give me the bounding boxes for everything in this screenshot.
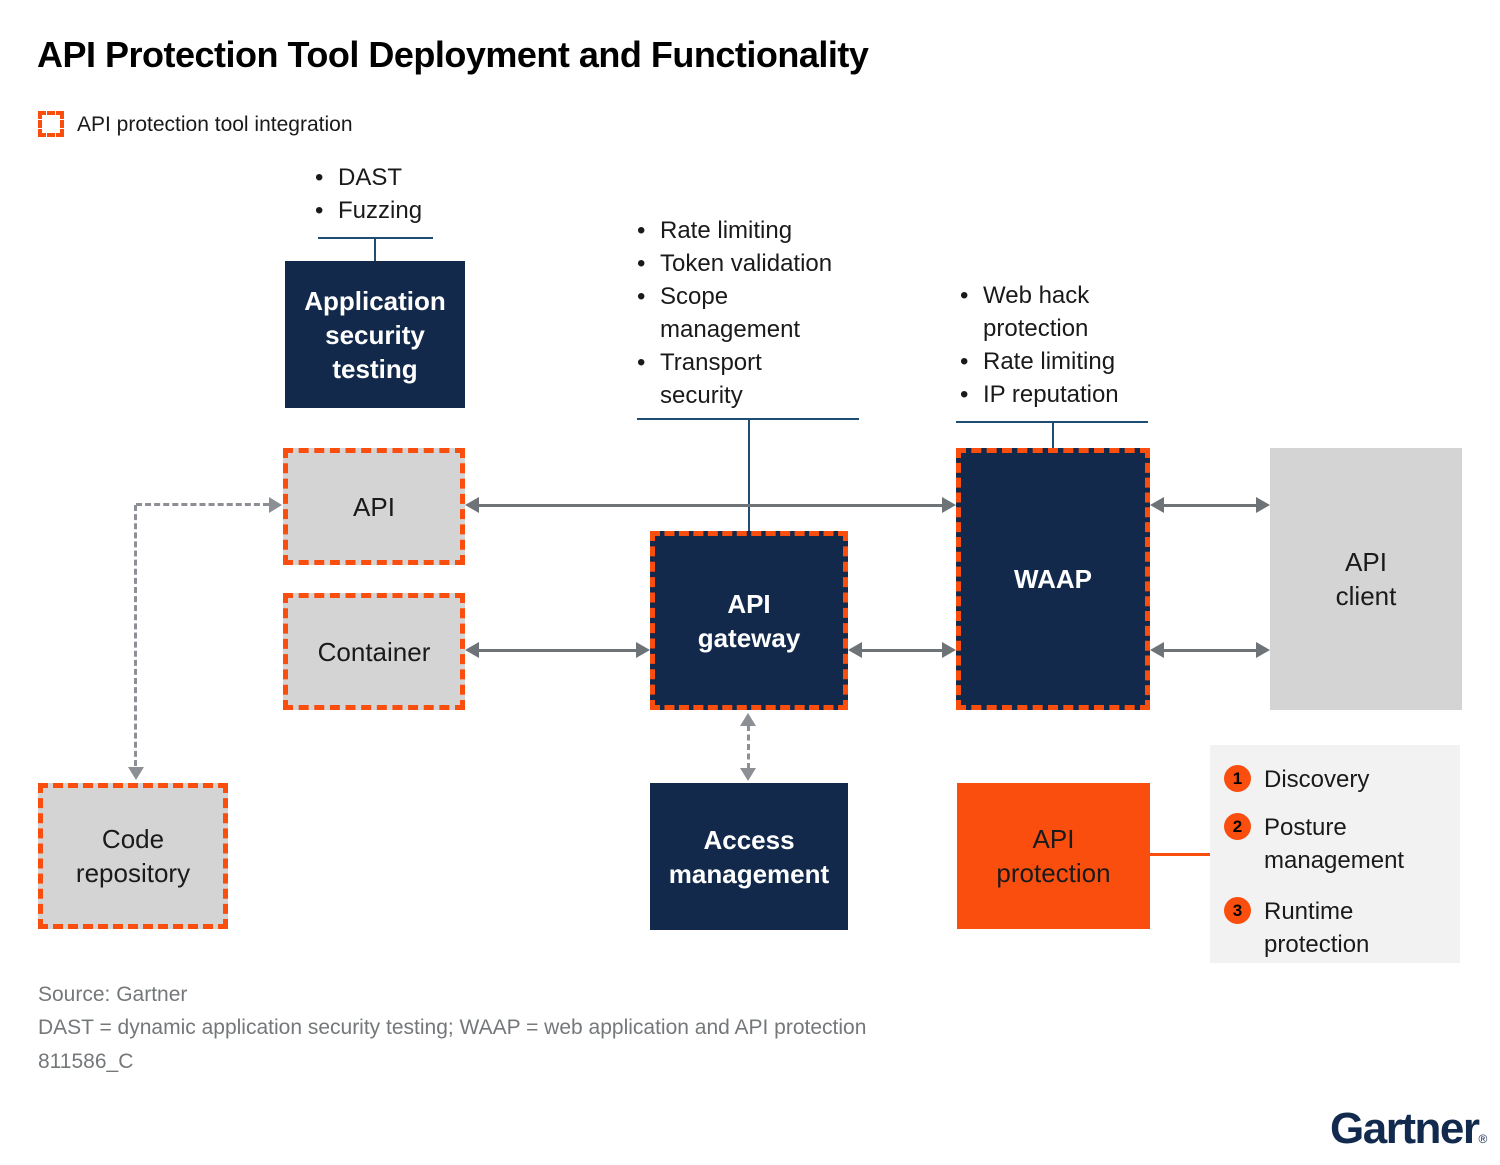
bullet-marker: • <box>315 164 324 191</box>
step-runtime-protection: 3 Runtime protection <box>1224 895 1369 961</box>
callout-line: • DAST <box>315 161 422 194</box>
container-label: Container <box>317 636 431 667</box>
arrow-api-waap <box>477 504 944 507</box>
legend-label: API protection tool integration <box>77 113 353 136</box>
bullet-marker <box>960 312 983 345</box>
step-number-badge: 2 <box>1224 813 1251 840</box>
access-management-label: Access management <box>668 824 830 889</box>
document-id: 811586_C <box>38 1050 134 1073</box>
bullet-marker: • <box>637 217 646 244</box>
callout-text: Fuzzing <box>338 197 423 224</box>
pointer-line <box>374 237 376 262</box>
callout-text: Web hack <box>983 282 1090 309</box>
step-label: Posture management <box>1264 814 1405 874</box>
callout-text: security <box>660 382 743 409</box>
page-title: API Protection Tool Deployment and Funct… <box>37 34 869 75</box>
registered-mark-icon: ® <box>1478 1132 1488 1146</box>
api-gateway-label: API gateway <box>697 588 801 653</box>
step-posture-management: 2 Posture management <box>1224 811 1404 877</box>
arrowhead-left-icon <box>465 642 479 658</box>
api-protection-label: API protection <box>996 824 1111 888</box>
arrowhead-left-icon <box>465 497 479 513</box>
arrowhead-right-icon <box>1256 642 1270 658</box>
callout-line: • Fuzzing <box>315 194 422 227</box>
arrow-container-gateway <box>477 649 638 652</box>
dashed-line-gateway-access <box>747 725 750 769</box>
step-discovery: 1 Discovery <box>1224 763 1369 796</box>
bullet-marker: • <box>960 381 969 408</box>
callout-text: protection <box>983 315 1089 342</box>
api-client-box: API client <box>1270 448 1462 710</box>
access-management-box: Access management <box>650 783 848 930</box>
api-gateway-box: API gateway <box>650 531 848 710</box>
api-label: API <box>353 491 395 522</box>
arrow-gateway-waap <box>860 649 944 652</box>
pointer-line <box>748 418 750 531</box>
container-box: Container <box>283 593 465 710</box>
arrowhead-left-icon <box>848 642 862 658</box>
code-repository-box: Code repository <box>38 783 228 929</box>
application-security-testing-label: Application security testing <box>304 285 446 384</box>
bullet-marker <box>637 313 660 346</box>
dashed-box-legend-icon <box>38 111 64 137</box>
bullet-marker: • <box>315 197 324 224</box>
api-client-label: API client <box>1335 547 1397 611</box>
process-steps-panel: 1 Discovery 2 Posture management 3 Runti… <box>1210 745 1460 963</box>
bullet-marker: • <box>637 283 646 310</box>
waap-label: WAAP <box>1014 564 1092 594</box>
waap-box: WAAP <box>956 448 1150 710</box>
callout-app-sec-testing: • DAST • Fuzzing <box>315 161 422 227</box>
bullet-marker: • <box>637 250 646 277</box>
arrowhead-right-icon <box>942 642 956 658</box>
callout-text: Rate limiting <box>660 217 793 244</box>
callout-text: management <box>660 316 801 343</box>
step-number: 1 <box>1232 768 1243 788</box>
callout-waap: • Web hack protection • Rate limiting • IP … <box>960 279 1119 411</box>
callout-text: Token validation <box>660 250 833 277</box>
arrow-waap-client-lower <box>1162 649 1258 652</box>
bullet-marker: • <box>960 282 969 309</box>
arrowhead-left-icon <box>1150 642 1164 658</box>
step-label: Discovery <box>1264 766 1370 793</box>
callout-api-gateway: •Rate limiting •Token validation •Scope … <box>637 214 832 412</box>
step-label: Runtime protection <box>1264 898 1370 958</box>
code-repository-label: Code repository <box>75 824 191 888</box>
arrowhead-right-icon <box>1256 497 1270 513</box>
arrowhead-right-icon <box>636 642 650 658</box>
arrowhead-left-icon <box>1150 497 1164 513</box>
callout-text: Transport <box>660 349 762 376</box>
callout-text: Scope <box>660 283 729 310</box>
connector-api-protection-panel <box>1150 853 1210 856</box>
dashed-line-api-coderepo <box>136 503 269 506</box>
bullet-marker <box>637 379 660 412</box>
gartner-logo: Gartner® <box>1330 1104 1487 1154</box>
step-number: 2 <box>1232 816 1243 836</box>
arrow-waap-client-upper <box>1162 504 1258 507</box>
callout-text: Rate limiting <box>983 348 1116 375</box>
arrowhead-right-icon <box>269 497 282 513</box>
gartner-logo-text: Gartner <box>1330 1104 1480 1153</box>
dashed-line-api-coderepo <box>134 505 137 766</box>
callout-text: IP reputation <box>983 381 1119 408</box>
arrowhead-down-icon <box>128 767 144 780</box>
arrowhead-down-icon <box>740 768 756 781</box>
step-number: 3 <box>1232 900 1243 920</box>
source-note: Source: Gartner <box>38 983 188 1006</box>
api-protection-box: API protection <box>957 783 1150 929</box>
bullet-marker: • <box>960 348 969 375</box>
api-box: API <box>283 448 465 565</box>
bullet-marker: • <box>637 349 646 376</box>
definitions-note: DAST = dynamic application security test… <box>38 1016 867 1039</box>
application-security-testing-box: Application security testing <box>285 261 465 408</box>
pointer-line <box>1052 421 1054 448</box>
step-number-badge: 1 <box>1224 765 1251 792</box>
callout-text: DAST <box>338 164 403 191</box>
arrowhead-right-icon <box>942 497 956 513</box>
step-number-badge: 3 <box>1224 897 1251 924</box>
arrowhead-up-icon <box>740 713 756 726</box>
